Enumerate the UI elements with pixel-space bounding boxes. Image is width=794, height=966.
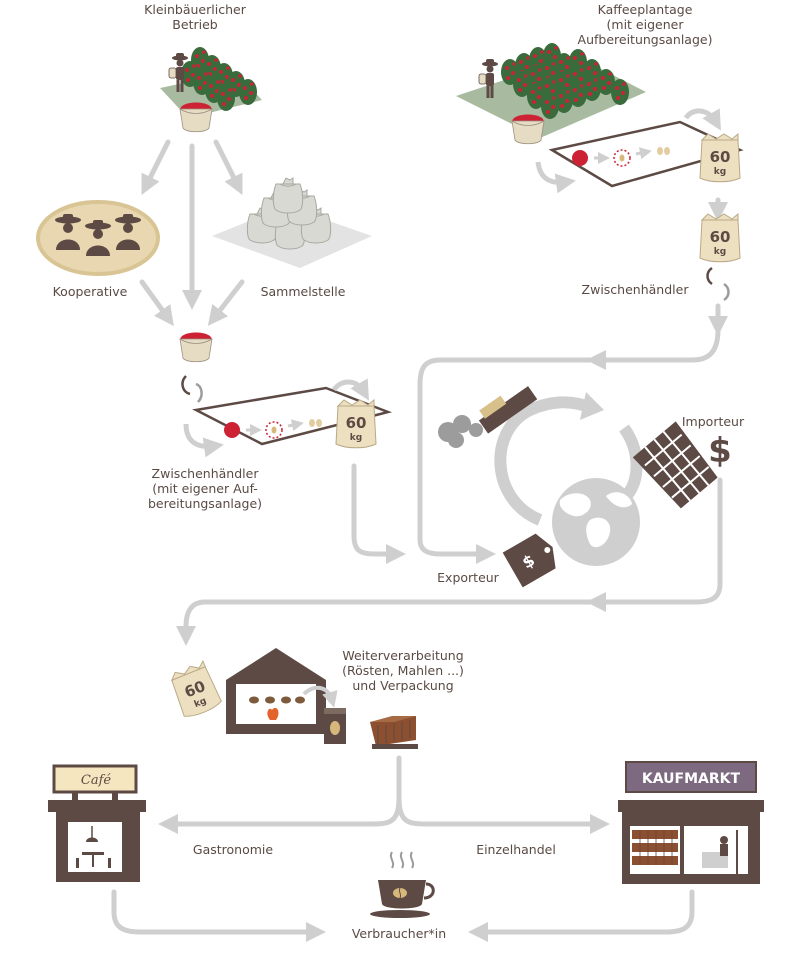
bag-weight-label: 60 [346,414,367,432]
arrow-smallholder-to-cooperative [141,139,171,195]
arrow-collection-to-middleman [207,279,245,326]
smallholder-farm-illustration [160,47,262,133]
plantation-illustration: 60 kg 60 kg [456,43,744,302]
collection-point-illustration [212,177,372,268]
label-exporter: Exporteur [437,570,499,585]
bag-unit-label: kg [714,167,726,177]
middleman-processing-illustration: 60 kg [179,332,393,458]
supermarket-illustration: KAUFMARKT [618,761,764,884]
arrow-left-bag-to-export [351,463,406,564]
arrow-cafe-to-consumer [111,889,326,942]
label-retail: Einzelhandel [476,842,556,857]
label-smallholder: Kleinbäuerlicher Betrieb [144,2,246,32]
bag-unit-label: kg [714,247,726,257]
arrow-importer-to-processing [176,599,593,646]
coffee-cup-icon [370,851,435,918]
bag-weight-label: 60 [710,228,731,246]
bag-unit-label: kg [350,433,362,443]
supermarket-sign: KAUFMARKT [642,771,741,787]
arrow-middleman-right-to-export [586,327,721,370]
arrow-cooperative-to-middleman [139,279,174,327]
arrow-importer-down [586,477,723,612]
bag-unit-label: kg [193,696,208,710]
svg-text:$: $ [708,431,732,471]
arrow-market-to-consumer [468,889,695,942]
arrow-to-retail [396,795,610,834]
label-middleman-left: Zwischenhändler (mit eigener Auf- bereit… [147,466,263,511]
arrow-smallholder-to-collection [213,139,243,195]
cooperative-illustration [36,200,160,276]
arrow-export-left-rail [417,357,593,564]
cafe-sign: Café [81,773,112,788]
label-plantation: Kaffeeplantage (mit eigener Aufbereitung… [577,2,713,47]
label-collection-point: Sammelstelle [260,284,346,299]
bag-weight-label: 60 [710,148,731,166]
cafe-illustration: Café [48,764,146,882]
arrow-to-gastronomy [158,795,402,834]
label-gastronomy: Gastronomie [192,842,274,857]
export-import-illustration: $ $ [438,386,732,588]
label-processing: Weiterverarbeitung (Rösten, Mahlen ...) … [342,648,464,693]
label-middleman-right: Zwischenhändler [581,282,689,297]
label-importer: Importeur [681,414,745,429]
processing-illustration: 60 kg [167,648,418,749]
label-cooperative: Kooperative [52,284,128,299]
flow-arrows [111,139,728,942]
label-consumer: Verbraucher*in [351,926,447,941]
